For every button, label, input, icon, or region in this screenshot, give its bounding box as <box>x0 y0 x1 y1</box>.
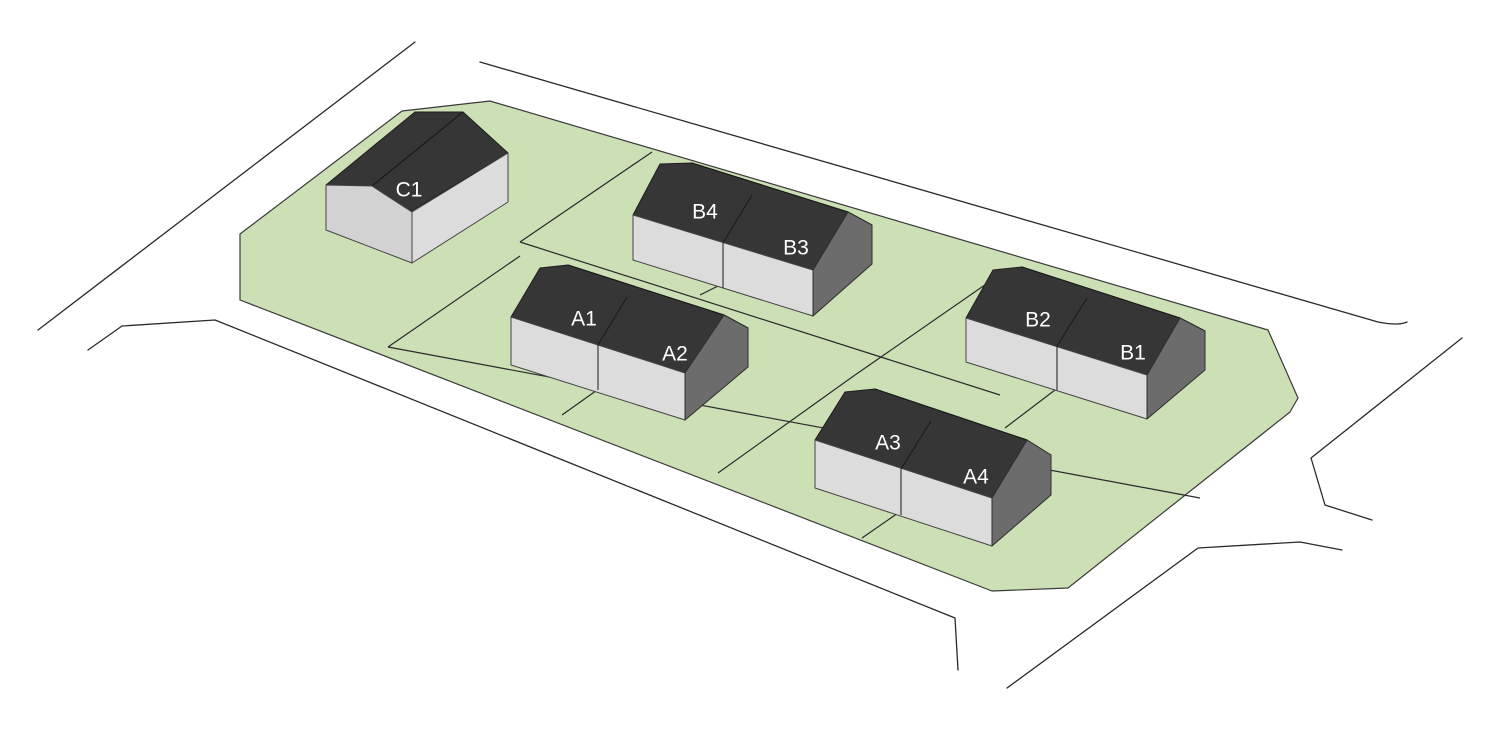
roof-ridge <box>1021 266 1181 319</box>
unit-label-a2: A2 <box>662 343 688 366</box>
gable-wall <box>684 314 749 421</box>
plot-lines <box>387 151 1201 539</box>
plot-line-6 <box>717 374 856 474</box>
roof-party-line <box>900 420 932 470</box>
road-edge-southeast <box>1006 541 1343 689</box>
unit-label-b3: B3 <box>783 237 809 260</box>
plot-line-4 <box>387 346 1201 499</box>
building-a1-a2: A1 A2 <box>510 264 749 421</box>
plot-line-9 <box>1004 389 1056 429</box>
roof-party-line <box>722 194 753 244</box>
plot-line-7 <box>699 284 721 296</box>
unit-label-a4: A4 <box>963 466 989 489</box>
roof-ridge <box>567 264 725 316</box>
building-b4-b3: B4 B3 <box>632 162 873 317</box>
roof-party-line <box>597 296 628 346</box>
plot-line-5 <box>854 279 993 376</box>
building-b2-b1: B2 B1 <box>965 266 1206 420</box>
plot-line-1 <box>519 151 653 243</box>
gable-wall <box>1146 317 1206 420</box>
unit-label-b1: B1 <box>1120 342 1146 365</box>
plot-line-3 <box>387 255 521 348</box>
plot-line-2 <box>519 241 1001 396</box>
unit-label-a3: A3 <box>875 432 901 455</box>
unit-label-a1: A1 <box>571 308 597 331</box>
road-lines <box>37 41 1463 689</box>
building-c1: C1 <box>325 111 509 264</box>
roof-party-line <box>1056 297 1088 347</box>
road-edge-south <box>87 319 959 671</box>
roof-ridge <box>371 111 464 187</box>
roof-ridge <box>874 388 1028 441</box>
building-a3-a4: A3 A4 <box>814 388 1052 547</box>
plot-line-10 <box>861 512 899 539</box>
road-edge-northwest <box>37 41 416 331</box>
gable-wall <box>991 439 1052 547</box>
plot-line-8 <box>561 387 601 416</box>
gable-wall <box>812 211 873 317</box>
road-edge-north <box>479 61 1408 325</box>
unit-label-c1: C1 <box>396 179 423 202</box>
unit-label-b2: B2 <box>1025 309 1051 332</box>
unit-label-b4: B4 <box>692 201 718 224</box>
roof-ridge <box>691 162 849 213</box>
side-wall <box>411 152 509 264</box>
road-edge-east <box>1310 337 1463 521</box>
